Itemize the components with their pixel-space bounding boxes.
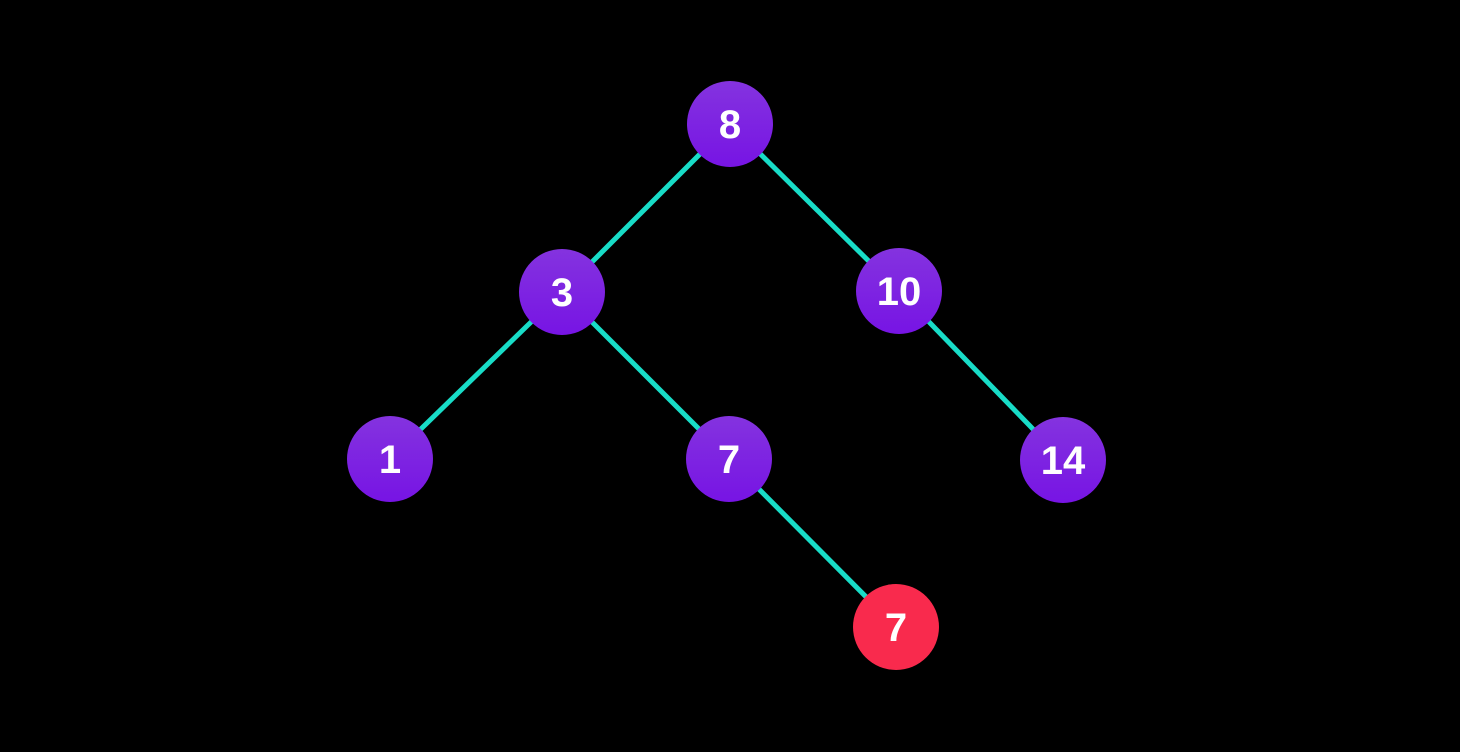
node-circle — [856, 248, 942, 334]
node-circle — [347, 416, 433, 502]
tree-node-14: 14 — [1020, 417, 1106, 503]
tree-node-10: 10 — [856, 248, 942, 334]
tree-node-1: 1 — [347, 416, 433, 502]
node-circle — [687, 81, 773, 167]
tree-node-3: 3 — [519, 249, 605, 335]
tree-node-7: 7 — [686, 416, 772, 502]
node-circle — [686, 416, 772, 502]
node-circle — [1020, 417, 1106, 503]
tree-node-8: 8 — [687, 81, 773, 167]
node-circle-highlight — [853, 584, 939, 670]
tree-node-7-highlighted: 7 — [853, 584, 939, 670]
node-circle — [519, 249, 605, 335]
